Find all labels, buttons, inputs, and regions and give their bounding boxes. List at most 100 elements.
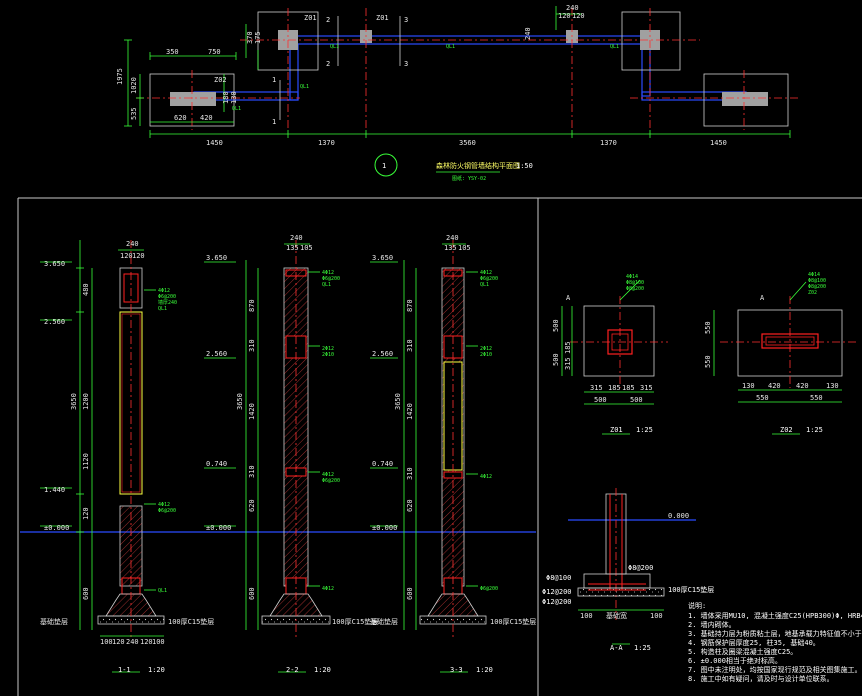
s33-note-1: 4Φ12 <box>480 270 492 276</box>
plan-col-label-z01-a: Z01 <box>304 14 317 22</box>
s11-note-4: QL1 <box>158 306 167 312</box>
z01-dim-v2-1: 315 <box>564 357 572 370</box>
s22-note-2: Φ6@200 <box>322 276 340 282</box>
aa-note-2: Φ8@200 <box>628 564 653 572</box>
z02-note-4: Z02 <box>808 290 817 296</box>
s33-height-2: 310 <box>406 339 414 352</box>
s33-elev-3: 0.740 <box>372 460 393 468</box>
s11-height-1: 480 <box>82 283 90 296</box>
s22-note-3: QL1 <box>322 282 331 288</box>
s22-note-7: Φ6@200 <box>322 478 340 484</box>
s11-bottom-dim-1: 100 <box>100 638 113 646</box>
s22-label: 2-2 <box>286 666 299 674</box>
remarks-line-5: 5. 构造柱及圈梁混凝土强度C25。 <box>688 647 797 656</box>
s22-elev-3: 0.740 <box>206 460 227 468</box>
plan-dim-top-right-3: 120 <box>572 12 585 20</box>
plan-dim-top-right-1: 240 <box>566 4 579 12</box>
s22-height-3: 1420 <box>248 403 256 420</box>
s33-top-dim: 240 <box>446 234 459 242</box>
s33-top-dim-b: 105 <box>458 244 471 252</box>
remarks-line-6: 6. ±0.000相当于绝对标高。 <box>688 656 782 665</box>
s22-note-1: 4Φ12 <box>322 270 334 276</box>
aa-scale: 1:25 <box>634 644 651 652</box>
s11-note-1: 4Φ12 <box>158 288 170 294</box>
s11-height-3: 1120 <box>82 453 90 470</box>
plan-column-6 <box>722 92 768 106</box>
plan-dim-small-2: 175 <box>254 31 262 44</box>
s11-top-dim-b: 120 <box>132 252 145 260</box>
plan-scale: 1:50 <box>516 162 533 170</box>
detail-z01 <box>561 279 668 435</box>
remarks-line-7: 7. 图中未注明处，均按国家现行规范及相关图集施工。 <box>688 665 862 674</box>
s33-note-6: 4Φ12 <box>480 474 492 480</box>
s22-elev-1: 3.650 <box>206 254 227 262</box>
s11-scale: 1:20 <box>148 666 165 674</box>
s11-foundation-note: 100厚C15垫层 <box>168 617 214 626</box>
remarks-line-2: 2. 墙内砌体。 <box>688 620 736 629</box>
s33-top-dim-a: 135 <box>444 244 457 252</box>
plan-dim-top-right-2: 120 <box>558 12 571 20</box>
remarks-line-4: 4. 钢筋保护层厚度25, 柱35, 基础40。 <box>688 638 820 647</box>
z01-note-1: 4Φ14 <box>626 274 638 280</box>
s22-note-8: 4Φ12 <box>322 586 334 592</box>
s11-height-4: 120 <box>82 507 90 520</box>
s33-foundation-note: 100厚C15垫层 <box>490 617 536 626</box>
s22-height-7: 600 <box>248 587 256 600</box>
z01-scale: 1:25 <box>636 426 653 434</box>
s22-elev-2: 2.560 <box>206 350 227 358</box>
s22-height-4: 310 <box>248 465 256 478</box>
s22-note-6: 4Φ12 <box>322 472 334 478</box>
z01-dim-h-1: 315 <box>590 384 603 392</box>
section-3-3 <box>370 240 487 673</box>
z01-dim-h2-1: 500 <box>594 396 607 404</box>
z02-label: Z02 <box>780 426 793 434</box>
section-1-1 <box>40 240 165 673</box>
plan-cut-1-bottom: 1 <box>272 118 276 126</box>
z01-dim-h2-2: 500 <box>630 396 643 404</box>
detail-z02 <box>713 281 856 435</box>
s11-elev-4: ±0.000 <box>44 524 69 532</box>
z01-dim-v2-2: 185 <box>564 341 572 354</box>
s33-height-1: 870 <box>406 299 414 312</box>
s33-note-2: Φ6@200 <box>480 276 498 282</box>
z02-cut: A <box>760 294 765 302</box>
remarks-line-1: 1. 墙体采用MU10, 混凝土强度C25(HPB300)Φ, HRB400(C… <box>688 611 862 620</box>
s11-height-6: 600 <box>82 587 90 600</box>
z02-dim-h-3: 420 <box>796 382 809 390</box>
plan-title: 森林防火钢管墙结构平面图 <box>436 161 520 170</box>
s22-top-dim: 240 <box>290 234 303 242</box>
s33-height-4: 310 <box>406 467 414 480</box>
s22-top-dim-a: 135 <box>286 244 299 252</box>
aa-bottom-dim-2: 基础宽 <box>606 611 627 620</box>
aa-note-1: Φ8@100 <box>546 574 571 582</box>
z01-note-3: Φ8@200 <box>626 286 644 292</box>
s11-height-5: 3650 <box>70 393 78 410</box>
s11-elev-3: 1.440 <box>44 486 65 494</box>
s33-note-4: 2Φ12 <box>480 346 492 352</box>
plan-beam-3: QL1 <box>610 44 619 50</box>
s22-top-dim-b: 105 <box>300 244 313 252</box>
s22-note-5: 2Φ10 <box>322 352 334 358</box>
s11-bottom-dim-3: 240 <box>126 638 139 646</box>
plan-dim-2: 1370 <box>318 139 335 147</box>
plan-beam-5: QL1 <box>300 84 309 90</box>
s33-elev-1: 3.650 <box>372 254 393 262</box>
z01-dim-h-4: 315 <box>640 384 653 392</box>
plan-dim-3: 3560 <box>459 139 476 147</box>
plan-cut-2-top: 2 <box>326 16 330 24</box>
plan-view <box>124 6 800 177</box>
plan-dim-top-left-2: 750 <box>208 48 221 56</box>
aa-note-4: Φ12@200 <box>542 588 572 596</box>
z01-dim-h-2: 185 <box>608 384 621 392</box>
s22-scale: 1:20 <box>314 666 331 674</box>
s11-bottom-dim-2: 120 <box>112 638 125 646</box>
s22-height-2: 310 <box>248 339 256 352</box>
s11-bottom-dim-5: 100 <box>152 638 165 646</box>
plan-dim-top-left-1: 350 <box>166 48 179 56</box>
s11-top-dim-a: 120 <box>120 252 133 260</box>
s11-note-2: Φ6@200 <box>158 294 176 300</box>
s33-scale: 1:20 <box>476 666 493 674</box>
plan-cut-1-top: 1 <box>272 76 276 84</box>
z02-scale: 1:25 <box>806 426 823 434</box>
